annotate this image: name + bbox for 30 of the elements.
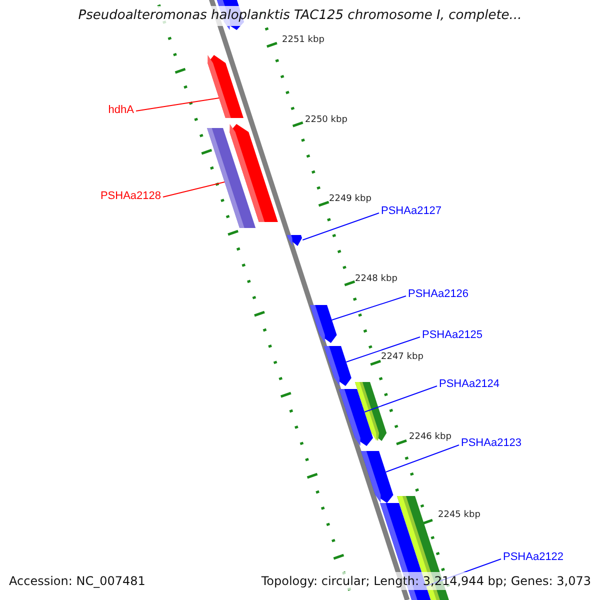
gene-label: PSHAa2128: [100, 189, 161, 203]
tick-label: 2247 kbp: [381, 353, 424, 362]
leader-line: [364, 386, 438, 412]
gene-feature-block: [324, 346, 352, 386]
tick-label: 2251 kbp: [282, 36, 324, 45]
gene-label: PSHAa2127: [381, 204, 442, 218]
gene-feature-block: [287, 235, 302, 246]
gene-feature-block: [208, 55, 244, 118]
gene-feature-block: [361, 451, 394, 503]
leader-line: [302, 212, 380, 240]
leader-line: [162, 182, 226, 198]
leader-line: [346, 336, 420, 362]
tick-label: 2245 kbp: [438, 511, 480, 520]
map-info-text: Topology: circular; Length: 3,214,944 bp; Genes: 3,073: [260, 572, 592, 590]
gene-label: PSHAa2124: [439, 377, 500, 391]
gene-feature-block: [310, 305, 337, 343]
leader-line: [136, 98, 220, 112]
leader-line: [331, 296, 406, 320]
gene-label: hdhA: [108, 103, 134, 117]
tick-label: 2250 kbp: [305, 116, 348, 125]
gene-label: PSHAa2126: [408, 287, 469, 301]
gene-label: PSHAa2122: [503, 550, 564, 564]
gene-label: PSHAa2125: [422, 328, 483, 342]
tick-label: 2248 kbp: [355, 275, 398, 284]
tick-label: 2246 kbp: [409, 433, 452, 442]
tick-label: 2249 kbp: [329, 195, 372, 204]
leader-line: [385, 444, 460, 472]
gene-label: PSHAa2123: [461, 436, 522, 450]
gene-feature-block: [355, 382, 387, 441]
gene-feature-block: [230, 124, 278, 222]
